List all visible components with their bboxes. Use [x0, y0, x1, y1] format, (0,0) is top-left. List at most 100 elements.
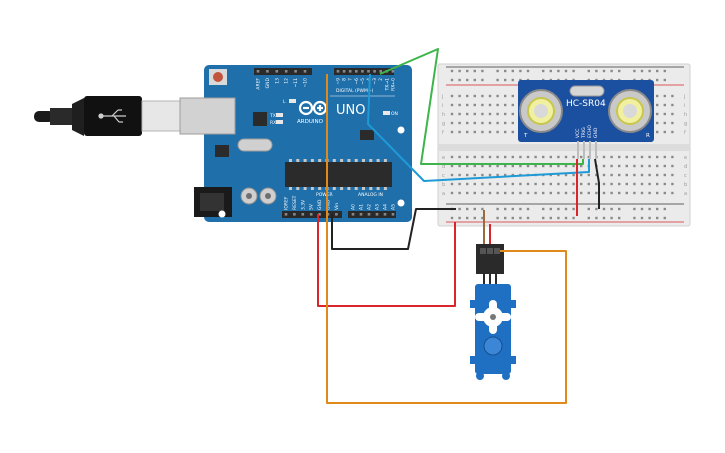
digital-pin-label: TX→1 [384, 78, 390, 92]
digital-pin-label: ~11 [293, 78, 299, 88]
power-pin-label: 3.3V [300, 199, 306, 210]
bb-row-label: f [684, 130, 686, 136]
power-pin-label: 5V [309, 203, 315, 210]
mount-hole-3 [218, 210, 226, 218]
wire-black-sensor[interactable] [594, 158, 600, 209]
digital-pin-label: 13 [274, 78, 280, 84]
mount-hole-1 [397, 126, 405, 134]
servo-flange-bottom [470, 356, 516, 364]
crystal [237, 138, 273, 152]
analog-pin-label: A5 [391, 204, 397, 210]
wire-red-power[interactable] [317, 214, 456, 307]
board-usb-port [179, 97, 236, 135]
bb-row-label: f [442, 130, 444, 136]
power-pin-label: GND [317, 199, 323, 210]
l-led-label: L [283, 99, 286, 105]
bb-row-label: i [442, 103, 443, 109]
bb-row-label: g [442, 121, 445, 127]
bb-row-label: a [442, 191, 445, 197]
sensor-r-label: R [646, 133, 650, 139]
icsp-header [360, 130, 374, 140]
arduino-model: UNO [336, 103, 365, 118]
rx-led [276, 120, 283, 124]
bb-row-label: b [442, 182, 445, 188]
bb-row-label: h [684, 112, 687, 118]
digital-pin-label: ~10 [303, 78, 309, 88]
usb-cable-taper [72, 98, 84, 136]
power-pin-label: IOREF [284, 196, 290, 210]
wire-blue[interactable] [367, 73, 590, 182]
digital-pin-label: ~5 [360, 78, 366, 85]
digital-pin-label: 8 [342, 78, 348, 81]
analog-pin-label: A0 [351, 204, 357, 210]
wire-green[interactable] [379, 48, 584, 165]
digital-header-right [334, 68, 394, 75]
reset-button[interactable] [213, 72, 223, 82]
sensor-pin-label: TRIG [581, 127, 587, 139]
chip-pins [289, 159, 387, 190]
voltage-regulator [215, 145, 229, 157]
digital-pin-label: 7 [348, 78, 354, 81]
power-pin-label: RESET [292, 195, 298, 210]
arduino-pcb [204, 65, 412, 222]
bb-row-label: d [442, 164, 445, 170]
usb-cable-end [34, 111, 54, 122]
sensor-pin-label: ECHO [587, 125, 593, 138]
analog-pin-label: A3 [375, 204, 381, 210]
wires [317, 48, 600, 404]
bb-row-label: e [684, 155, 687, 161]
bb-row-label: c [684, 173, 687, 179]
usb-plug-metal [141, 100, 181, 132]
bb-row-label: j [683, 94, 685, 100]
sensor-pin-label: GND [593, 127, 599, 138]
digital-pin-label: ~9 [336, 78, 342, 85]
analog-pin-label: A1 [359, 204, 365, 210]
sensor-name: HC-SR04 [566, 99, 606, 109]
analog-label: ANALOG IN [358, 192, 383, 198]
digital-pin-label: ~3 [372, 78, 378, 85]
bb-row-label: c [442, 173, 445, 179]
bb-row-label: g [684, 121, 687, 127]
power-pin-label: GND [326, 199, 332, 210]
mount-hole-2 [397, 199, 405, 207]
digital-pin-label: 12 [284, 78, 290, 84]
bb-row-label: e [442, 155, 445, 161]
on-led-label: ON [391, 111, 398, 117]
wire-orange-signal[interactable] [326, 74, 567, 404]
on-led [383, 111, 390, 115]
tx-led [276, 113, 283, 117]
digital-header-left [254, 68, 312, 75]
digital-pin-label: ~6 [354, 78, 360, 85]
analog-pin-label: A2 [367, 204, 373, 210]
rx-led-label: RX [270, 120, 276, 126]
tx-led-label: TX [269, 113, 276, 119]
digital-pin-label: 2 [378, 78, 384, 81]
l-led [289, 99, 296, 103]
analog-pin-label: A4 [383, 204, 389, 210]
digital-pin-holes [256, 70, 395, 73]
sensor-pin-label: VCC [575, 129, 581, 138]
breadboard-center-gap [438, 144, 690, 151]
sensor-pins [577, 141, 597, 159]
power-label: POWER [316, 192, 333, 198]
bb-row-label: d [684, 164, 687, 170]
digital-pin-label: RX←0 [390, 78, 396, 91]
servo-motor[interactable] [470, 244, 516, 380]
bb-row-label: j [441, 94, 443, 100]
analog-header [348, 211, 396, 218]
usb-icon [98, 109, 126, 123]
usb-cable-strain [50, 108, 72, 125]
bb-row-label: h [442, 112, 445, 118]
arduino-brand: ARDUINO [297, 119, 324, 125]
power-pin-label: Vin [334, 203, 340, 210]
usb-chip [253, 112, 267, 126]
wire-black-ground[interactable] [331, 208, 456, 250]
